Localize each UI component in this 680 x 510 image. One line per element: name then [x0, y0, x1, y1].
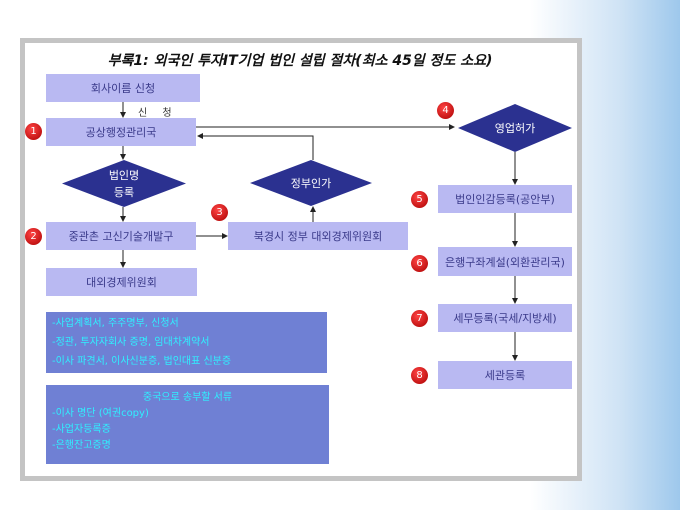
step-badge-5: 5	[411, 191, 428, 208]
box-tax-registration: 세무등록(국세/지방세)	[438, 304, 572, 332]
box-customs-registration: 세관등록	[438, 361, 572, 389]
box-bank-account: 은행구좌계설(외환관리국)	[438, 247, 572, 276]
diamond-text-line: 등록	[113, 185, 135, 199]
diamond-text: 정부인가	[290, 176, 332, 190]
diamond-government-approval: 정부인가	[250, 160, 372, 206]
diamond-text-line: 법인명	[108, 168, 140, 182]
step-badge-8: 8	[411, 367, 428, 384]
diamond-text: 영업허가	[494, 121, 536, 135]
step-badge-4: 4	[437, 102, 454, 119]
apply-label: 신 청	[138, 108, 178, 119]
note-line: -은행잔고증명	[52, 440, 111, 451]
step-badge-2: 2	[25, 228, 42, 245]
documents-to-send-box: 중국으로 송부할 서류 -이사 명단 (여권copy) -사업자등록증 -은행잔…	[46, 385, 329, 464]
note-line: -사업계획서, 주주명부, 신청서	[52, 318, 179, 329]
note-line: -이사 명단 (여권copy)	[52, 408, 149, 419]
note-line: -사업자등록증	[52, 424, 111, 435]
box-beijing-government: 북경시 정부 대외경제위원회	[228, 222, 408, 250]
step-badge-1: 1	[25, 123, 42, 140]
step-badge-6: 6	[411, 255, 428, 272]
box-saic: 공상행정관리국	[46, 118, 196, 146]
box-foreign-economic-committee: 대외경제위원회	[46, 268, 197, 296]
box-zhongguancun: 중관촌 고신기술개발구	[46, 222, 196, 250]
page-title: 부록1: 외국인 투자IT기업 법인 설립 절차(최소 45일 정도 소요)	[107, 53, 493, 69]
required-documents-box: -사업계획서, 주주명부, 신청서 -정관, 투자자회사 증명, 임대차계약서 …	[46, 312, 327, 373]
step-badge-3: 3	[211, 204, 228, 221]
diamond-business-license: 영업허가	[458, 104, 572, 152]
note-heading: 중국으로 송부할 서류	[142, 392, 233, 403]
note-line: -정관, 투자자회사 증명, 임대차계약서	[52, 337, 210, 348]
box-seal-registration: 법인인감등록(공안부)	[438, 185, 572, 213]
note-line: -이사 파견서, 이사신분증, 법인대표 신분증	[52, 356, 232, 367]
step-badge-7: 7	[411, 310, 428, 327]
box-company-name-application: 회사이름 신청	[46, 74, 200, 102]
